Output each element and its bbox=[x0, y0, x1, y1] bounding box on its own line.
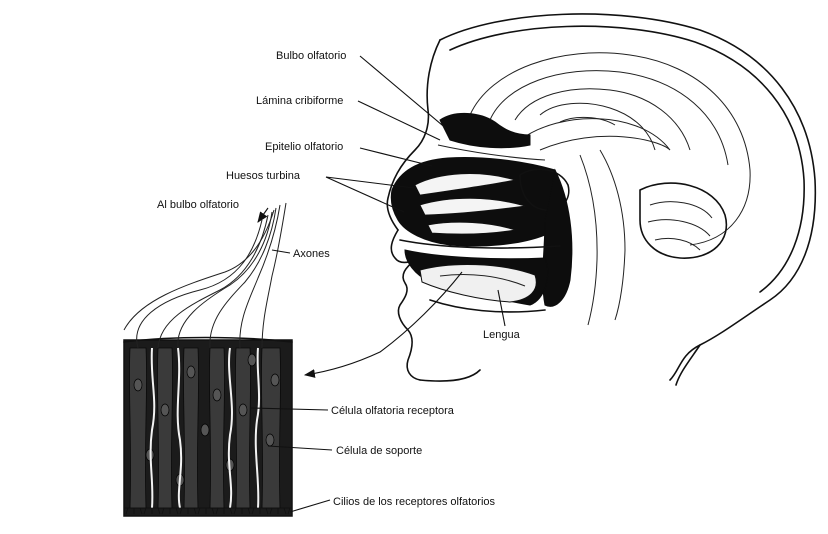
arrow-to-inset bbox=[303, 271, 463, 378]
svg-text:Huesos turbina: Huesos turbina bbox=[226, 170, 301, 182]
svg-text:Al bulbo olfatorio: Al bulbo olfatorio bbox=[157, 199, 239, 211]
label-axones: Axones bbox=[271, 248, 330, 260]
olfactory-epithelium-inset bbox=[123, 336, 293, 517]
head-illustration bbox=[386, 13, 817, 386]
svg-text:Bulbo olfatorio: Bulbo olfatorio bbox=[276, 50, 346, 62]
label-al-bulbo-olfatorio: Al bulbo olfatorio bbox=[157, 199, 239, 211]
label-cilios-receptores: Cilios de los receptores olfatorios bbox=[289, 496, 496, 513]
svg-text:Lengua: Lengua bbox=[483, 329, 521, 341]
svg-text:Epitelio olfatorio: Epitelio olfatorio bbox=[265, 141, 343, 153]
label-celula-de-soporte: Célula de soporte bbox=[267, 445, 422, 457]
svg-text:Célula de soporte: Célula de soporte bbox=[336, 445, 422, 457]
svg-text:Célula olfatoria receptora: Célula olfatoria receptora bbox=[331, 405, 455, 417]
label-lengua: Lengua bbox=[483, 289, 521, 341]
axon-fibers bbox=[123, 202, 287, 349]
label-huesos-turbina: Huesos turbina bbox=[226, 170, 415, 213]
label-epitelio-olfatorio: Epitelio olfatorio bbox=[265, 141, 433, 167]
label-bulbo-olfatorio: Bulbo olfatorio bbox=[276, 50, 449, 131]
label-lamina-cribiforme: Lámina cribiforme bbox=[256, 95, 441, 141]
arrow-to-olfactory-bulb bbox=[257, 207, 269, 223]
svg-text:Axones: Axones bbox=[293, 248, 330, 260]
label-celula-olfatoria-receptora: Célula olfatoria receptora bbox=[249, 405, 455, 417]
svg-text:Cilios de los receptores olfat: Cilios de los receptores olfatorios bbox=[333, 496, 496, 508]
svg-text:Lámina cribiforme: Lámina cribiforme bbox=[256, 95, 343, 107]
